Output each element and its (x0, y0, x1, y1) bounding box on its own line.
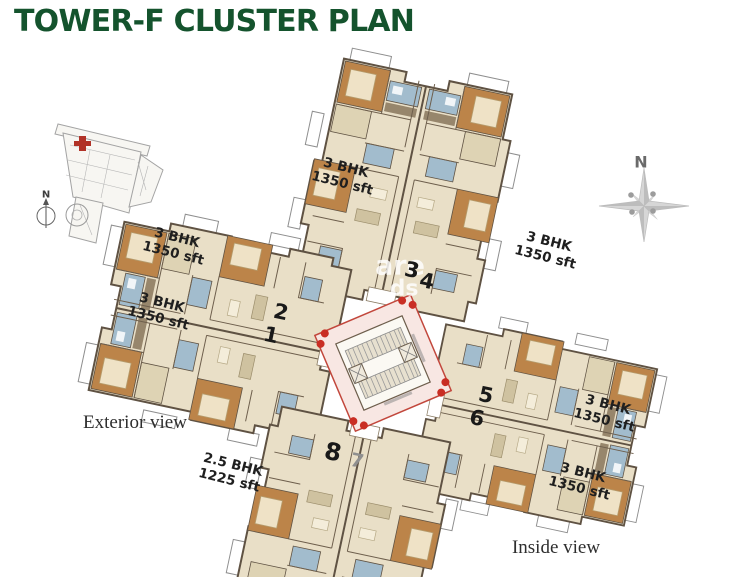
site-map-compass-icon (36, 198, 56, 228)
compass-north-label: N (634, 152, 648, 172)
tower-location-cross-icon (74, 136, 91, 151)
inside-view-label: Inside view (511, 537, 601, 558)
watermark-text: ds (389, 276, 419, 302)
site-map-north-label: N (41, 189, 51, 201)
site-key-plan (36, 123, 164, 244)
watermark-text: are (375, 250, 425, 282)
corner-marker-dots (316, 296, 450, 430)
exterior-view-label: Exterior view (83, 412, 187, 433)
central-core (313, 293, 453, 433)
page-title: TOWER-F CLUSTER PLAN (14, 4, 415, 39)
elevator-icon (347, 341, 419, 385)
compass-rose-icon (598, 167, 690, 243)
